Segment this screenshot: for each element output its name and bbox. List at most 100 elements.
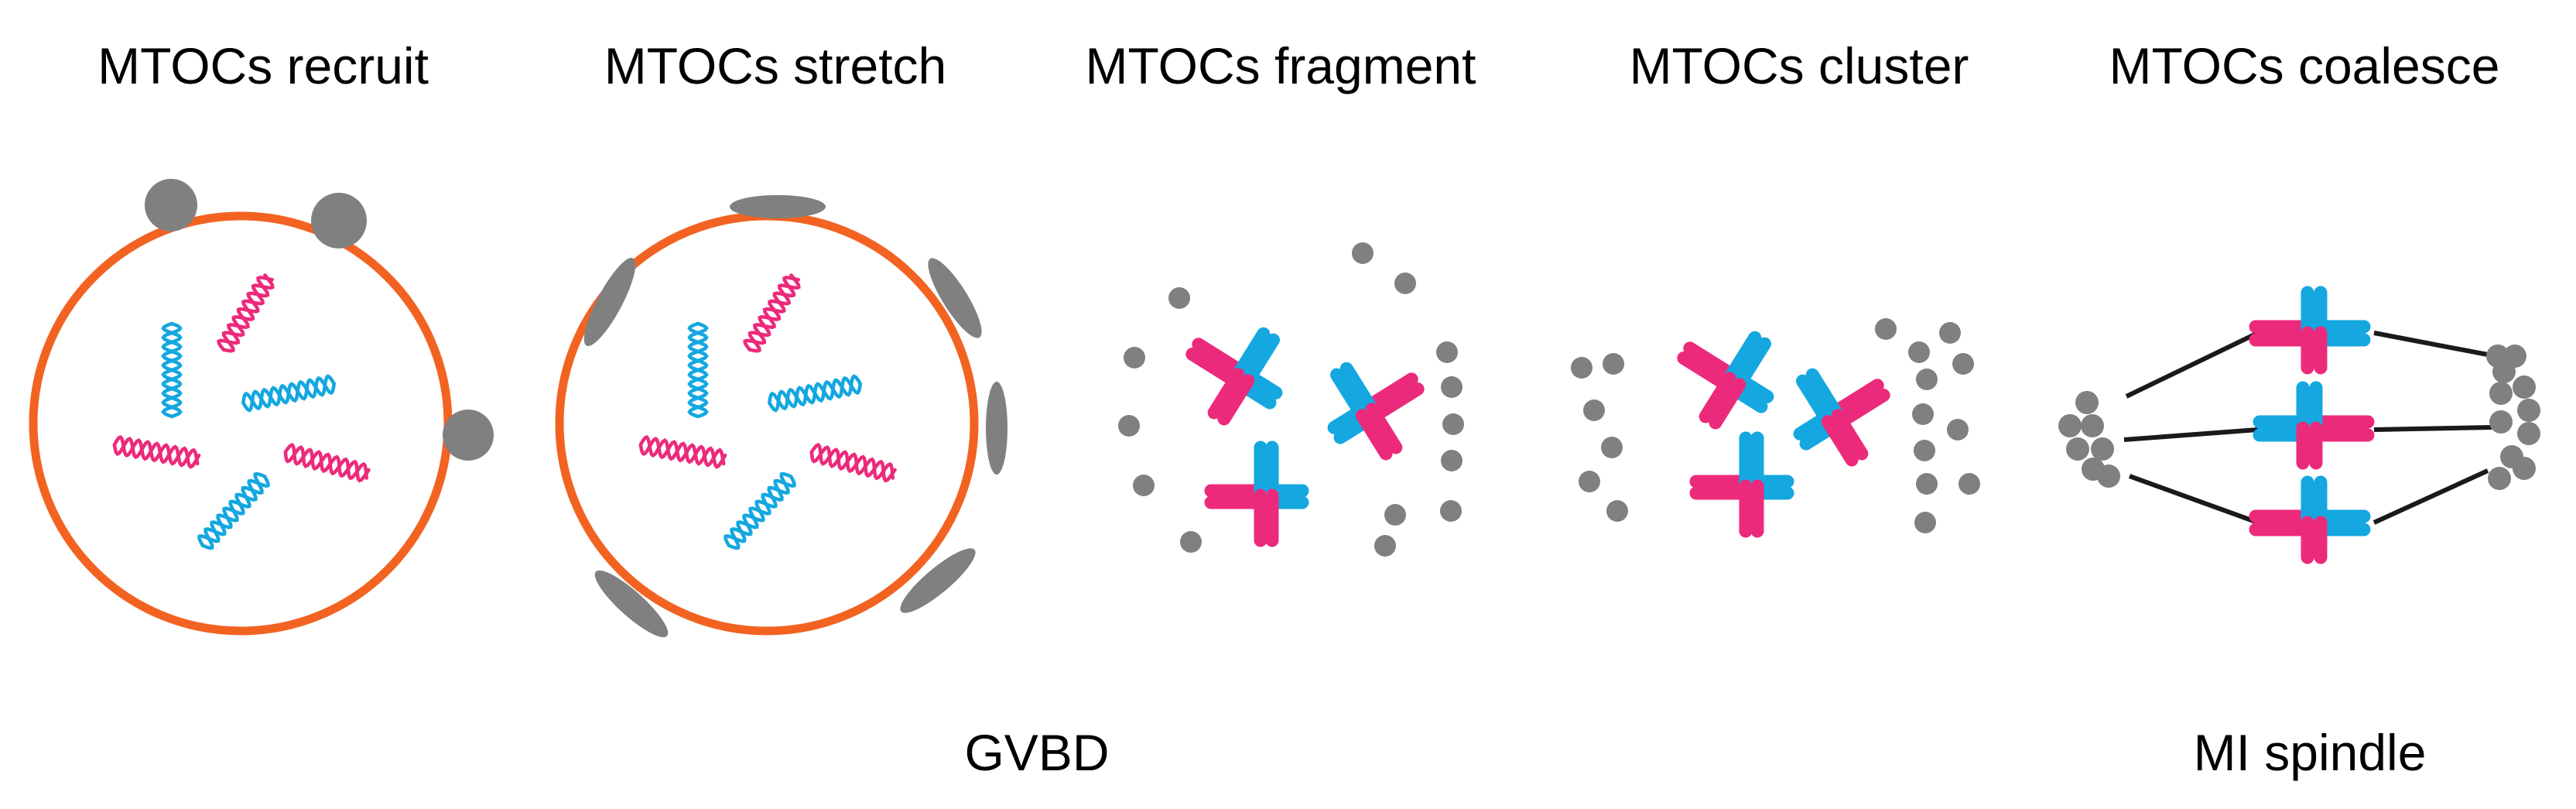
bivalent-chromosome xyxy=(1793,368,1890,467)
mtoc-dot xyxy=(1914,512,1936,533)
mtoc-stretched xyxy=(900,548,976,613)
chromatin xyxy=(161,321,183,419)
mtoc-dot xyxy=(1952,353,1974,375)
chromatin xyxy=(743,273,801,353)
chromatin-strand xyxy=(283,445,371,483)
chromatin xyxy=(638,434,727,469)
panel-coalesce xyxy=(2058,286,2540,564)
mtoc-dot xyxy=(2081,414,2104,437)
mtoc-dot xyxy=(2075,391,2099,414)
chromatid-arm xyxy=(1355,409,1393,461)
chromatin-strand xyxy=(241,375,336,411)
mtoc-dot xyxy=(1916,369,1938,390)
mtoc-dot xyxy=(1875,318,1897,340)
mtoc-dot xyxy=(2517,422,2540,445)
mtoc-dot xyxy=(2488,467,2511,490)
bivalent-chromosome xyxy=(1327,362,1425,461)
mtoc-dot xyxy=(1916,473,1938,495)
mtoc-dot xyxy=(1374,535,1396,557)
mtoc-dot xyxy=(1579,471,1600,492)
chromatid-arm xyxy=(1217,374,1255,426)
chromatin-group xyxy=(638,273,897,550)
stage-label-stretch: MTOCs stretch xyxy=(604,37,947,94)
chromatin xyxy=(197,471,270,550)
mtoc-dot xyxy=(1601,437,1623,458)
chromatin-strand xyxy=(638,434,726,468)
aligned-bivalent xyxy=(2253,381,2375,470)
bivalent-chromosome xyxy=(1677,331,1774,430)
bivalent-chromosome xyxy=(1689,431,1794,538)
chromatin-strand xyxy=(197,475,270,547)
chromatin-strand xyxy=(743,276,801,351)
chromatin-strand xyxy=(809,442,895,481)
nuclear-envelope xyxy=(29,211,453,636)
mtoc-dot xyxy=(1947,419,1969,440)
mtoc-dot xyxy=(2489,382,2513,405)
stage-label-cluster: MTOCs cluster xyxy=(1630,37,1969,94)
mtoc-dot xyxy=(1118,415,1140,437)
mtoc-dot xyxy=(1959,473,1980,495)
mtoc-dot xyxy=(2489,410,2513,434)
mtoc-dot xyxy=(1603,353,1624,375)
spindle-fiber xyxy=(2373,425,2492,432)
chromatin-strand xyxy=(638,436,727,469)
chromatid-arm xyxy=(1339,362,1379,416)
mtoc-dot xyxy=(1440,500,1462,522)
milestone-label-gvbd: GVBD xyxy=(964,724,1109,781)
chromatin xyxy=(241,374,336,413)
chromatin-strand xyxy=(161,321,183,419)
spindle-fiber xyxy=(2373,331,2496,358)
bivalent-chromosome xyxy=(1185,327,1283,426)
mtoc-dot xyxy=(1441,450,1462,471)
spindle-fiber xyxy=(2372,468,2489,525)
mtoc-dot xyxy=(1914,440,1935,461)
mtoc-dot xyxy=(2082,458,2105,481)
mtoc-stretched xyxy=(928,258,982,338)
mtoc-dot xyxy=(2513,375,2536,399)
chromatid-arm xyxy=(1241,333,1280,388)
mtoc-dot xyxy=(443,410,494,461)
bivalent-chromosome xyxy=(1204,440,1309,547)
panel-fragment xyxy=(1118,242,1464,557)
chromatid-arm xyxy=(1821,415,1859,467)
mtoc-dot xyxy=(311,193,367,249)
mtoc-stretched xyxy=(730,195,826,218)
chromatin xyxy=(217,273,275,353)
chromatid-arm xyxy=(1709,378,1746,430)
chromatin-strand xyxy=(687,321,709,419)
aligned-bivalent xyxy=(2249,286,2371,375)
chromatin-strand xyxy=(283,442,368,481)
mtoc-dot xyxy=(145,179,197,231)
spindle-fiber xyxy=(2125,331,2260,399)
stage-label-fragment: MTOCs fragment xyxy=(1086,37,1476,94)
mtoc-dot xyxy=(1384,504,1406,526)
chromatin xyxy=(724,471,796,550)
chromatid-arm xyxy=(1796,374,1835,429)
mtoc-dot xyxy=(1442,413,1464,435)
chromatin-strand xyxy=(221,273,275,353)
chromatin-strand xyxy=(747,273,801,353)
chromatin-strand xyxy=(724,475,796,547)
mtoc-dot xyxy=(1583,399,1605,421)
mtoc-dot xyxy=(1441,376,1462,398)
mtoc-dot xyxy=(1394,273,1416,294)
chromatid-arm xyxy=(1231,327,1271,382)
chromatin-strand xyxy=(768,375,862,411)
mtoc-dot xyxy=(1912,403,1934,425)
mtoc-dot xyxy=(1606,500,1628,522)
stage-label-recruit: MTOCs recruit xyxy=(97,37,429,94)
mtoc-stretched xyxy=(583,257,636,347)
aligned-bivalent xyxy=(2249,475,2371,564)
chromatin xyxy=(112,434,201,469)
stage-label-coalesce: MTOCs coalesce xyxy=(2109,37,2500,94)
spindle-fiber xyxy=(2128,474,2260,525)
mtoc-dot xyxy=(1352,242,1374,264)
chromatid-arm xyxy=(1733,337,1771,392)
mtoc-dot xyxy=(2066,437,2089,461)
chromatin xyxy=(687,321,709,419)
mtoc-dot xyxy=(1180,531,1202,553)
chromatid-arm xyxy=(1699,372,1736,423)
chromatid-arm xyxy=(1365,403,1403,454)
mtoc-dot xyxy=(2091,437,2114,461)
